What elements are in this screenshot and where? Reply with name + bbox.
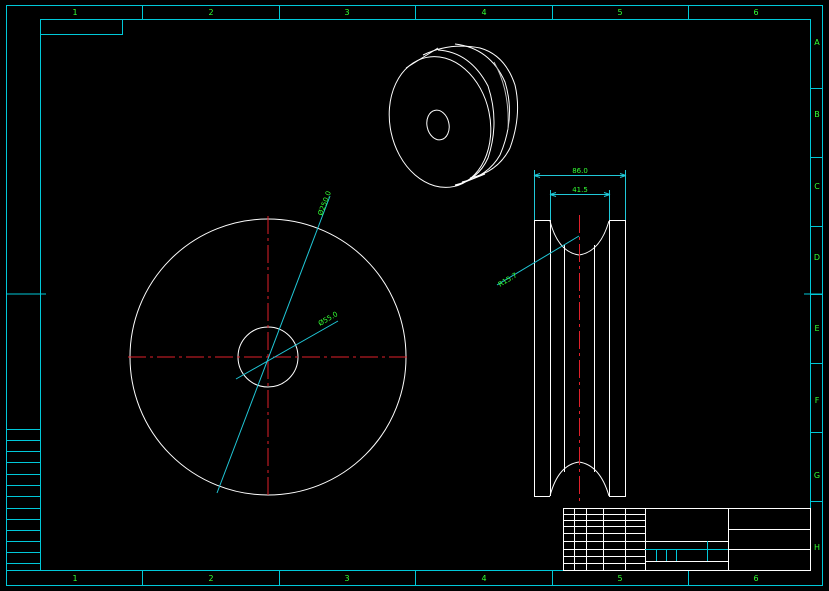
zone-row-label: A [814, 38, 820, 47]
title-block [563, 508, 811, 571]
zone-column-label: 6 [753, 574, 758, 583]
zone-row-label: F [815, 396, 820, 405]
zone-row-label: D [814, 253, 820, 262]
column-labels-bottom: 1 2 3 4 5 6 [72, 574, 758, 583]
sheet-frame [6, 5, 823, 586]
zone-row-label: E [814, 324, 819, 333]
bore-diameter-label: Ø55.0 [317, 310, 339, 327]
overall-width-dimension [533, 170, 627, 220]
drawing-number-box [40, 19, 123, 35]
groove-width-dimension [549, 190, 611, 220]
zone-dividers [142, 6, 823, 585]
row-labels-right: A B C D E F G H [814, 38, 820, 552]
outer-border [6, 5, 823, 586]
pulley-bore-hole [426, 109, 450, 141]
front-view: Ø250.0 Ø55.0 [128, 190, 410, 498]
groove-radius-label: R15.7 [497, 271, 519, 288]
overall-width-label: 86.0 [572, 167, 588, 175]
zone-column-label: 1 [72, 8, 77, 17]
zone-column-label: 4 [481, 574, 486, 583]
isometric-pulley-view [388, 43, 519, 188]
bore-diameter-dimension [235, 320, 339, 380]
zone-column-label: 5 [617, 574, 622, 583]
groove-radius-leader [496, 235, 580, 286]
outer-diameter-label: Ø250.0 [316, 190, 333, 217]
zone-column-label: 2 [208, 8, 213, 17]
inner-border [40, 19, 811, 571]
zone-column-label: 6 [753, 8, 758, 17]
zone-column-label: 4 [481, 8, 486, 17]
zone-column-label: 2 [208, 574, 213, 583]
side-section-view: 86.0 41.5 R15.7 [496, 167, 627, 502]
pulley-front-face [388, 56, 492, 188]
title-block-scale-cells [645, 541, 728, 561]
left-revision-table [6, 429, 41, 571]
groove-width-label: 41.5 [572, 186, 588, 194]
zone-column-label: 5 [617, 8, 622, 17]
outer-diameter-dimension [216, 195, 331, 494]
side-view-outline [534, 220, 626, 497]
zone-row-label: G [814, 471, 820, 480]
zone-column-label: 3 [344, 8, 349, 17]
zone-row-label: C [814, 182, 820, 191]
column-labels-top: 1 2 3 4 5 6 [72, 8, 758, 17]
zone-row-label: H [814, 543, 820, 552]
zone-row-label: B [814, 110, 820, 119]
zone-column-label: 3 [344, 574, 349, 583]
zone-column-label: 1 [72, 574, 77, 583]
